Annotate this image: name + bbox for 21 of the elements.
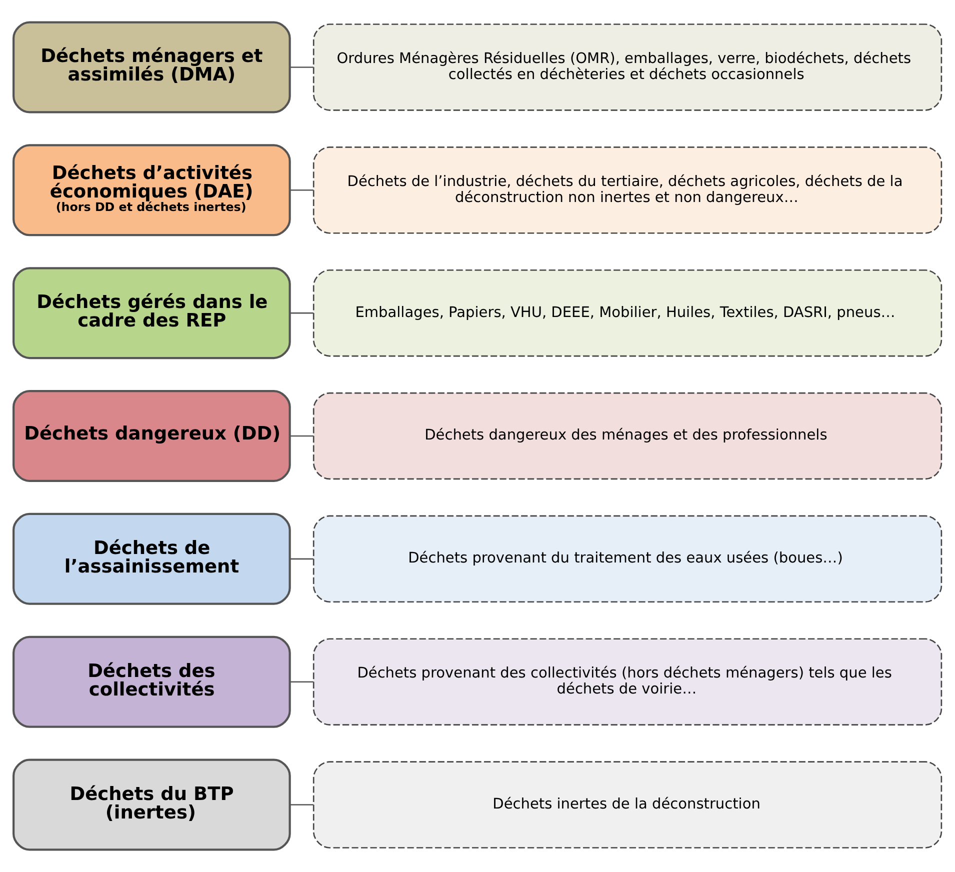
connector bbox=[290, 66, 314, 68]
node-box: Déchets ménagers et assimilés (DMA) bbox=[12, 21, 291, 114]
node-box: Déchets du BTP (inertes) bbox=[12, 758, 291, 851]
node-box: Déchets d’activités économiques (DAE) (hors DD et déchets inertes) bbox=[12, 144, 291, 236]
node-box: Déchets dangereux des ménages et des professionnels bbox=[312, 392, 942, 480]
node-box: Déchets des collectivités bbox=[12, 636, 291, 728]
connector bbox=[290, 804, 314, 806]
connector bbox=[290, 558, 314, 560]
node-box: Déchets de l’industrie, déchets du tertiaire, déchets agricoles, déchets de la déconstruction non inertes et non dangereux… bbox=[312, 146, 942, 234]
node-box: Déchets provenant des collectivités (hors déchets ménagers) tels que les déchets de voirie… bbox=[312, 638, 942, 726]
connector bbox=[290, 435, 314, 437]
node-box: Déchets gérés dans le cadre des REP bbox=[12, 267, 291, 360]
node-box: Déchets provenant du traitement des eaux usées (boues…) bbox=[312, 515, 942, 603]
connector bbox=[290, 312, 314, 314]
node-box: Déchets inertes de la déconstruction bbox=[312, 761, 942, 848]
connector bbox=[290, 681, 314, 682]
connector bbox=[290, 190, 314, 191]
node-box: Déchets dangereux (DD) bbox=[12, 390, 291, 482]
node-box: Emballages, Papiers, VHU, DEEE, Mobilier, Huiles, Textiles, DASRI, pneus… bbox=[312, 269, 942, 357]
node-box: Déchets de l’assainissement bbox=[12, 512, 291, 605]
node-box: Ordures Ménagères Résiduelles (OMR), emballages, verre, biodéchets, déchets collectés en déchèteries et déchets occasionnels bbox=[312, 24, 942, 111]
